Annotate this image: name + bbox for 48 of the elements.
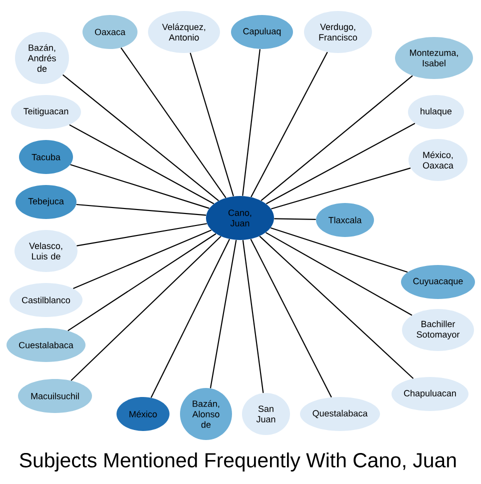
ellipse-node: Teitiguacan [11,95,81,129]
ellipse-node: Verdugo, Francisco [304,11,372,53]
ellipse-node: México, Oaxaca [408,139,468,181]
connector-line [73,230,212,289]
ellipse-node: Chapuluacan [392,377,468,411]
ellipse-node: Bachiller Sotomayor [402,309,474,351]
connector-line [120,47,226,198]
connector-line [70,164,210,209]
connector-line [69,124,214,204]
connector-line [62,74,219,202]
connector-line [190,52,234,196]
connector-line [68,233,216,332]
connector-line [210,240,237,388]
connector-line [70,236,222,381]
chart-title: Subjects Mentioned Frequently With Cano, Juan [20,452,456,472]
ellipse-node: Bazán, Andrés de [15,32,69,84]
connector-line [250,238,332,398]
ellipse-node: Velázquez, Antonio [148,11,220,53]
ellipse-node: Tacuba [19,140,73,174]
connector-line [274,218,316,220]
ellipse-node: Bazán, Alonso de [180,388,232,440]
ellipse-node: Macuilsuchil [18,379,92,413]
connector-line [260,75,413,201]
connector-line [150,238,230,398]
ellipse-node: Montezuma, Isabel [395,37,473,79]
ellipse-node: Velasco, Luis de [14,230,78,272]
connector-line [242,240,264,394]
ellipse-node: Tlaxcala [316,203,374,237]
connector-line [250,52,328,198]
ellipse-node: México [116,397,170,431]
ellipse-node: Tebejuca [16,185,76,219]
connector-line [76,223,207,246]
connector-line [271,168,411,210]
ellipse-node: Questalabaca [300,397,380,431]
ellipse-node: San Juan [242,393,290,435]
ellipse-node: Cuestalabaca [6,328,86,362]
ellipse-node: Castilblanco [10,283,82,317]
connector-line [259,236,414,379]
connector-line [266,122,416,204]
ellipse-node: Cuyuacaque [401,265,475,299]
connector-line [266,232,412,316]
connector-line [242,49,261,196]
ellipse-node: hulaque [408,95,464,129]
ellipse-node: Oaxaca [82,15,138,49]
connector-line [270,227,408,273]
ellipse-node: Cano, Juan [206,196,274,240]
ellipse-node: Capuluaq [231,15,293,49]
connector-line [76,204,206,216]
